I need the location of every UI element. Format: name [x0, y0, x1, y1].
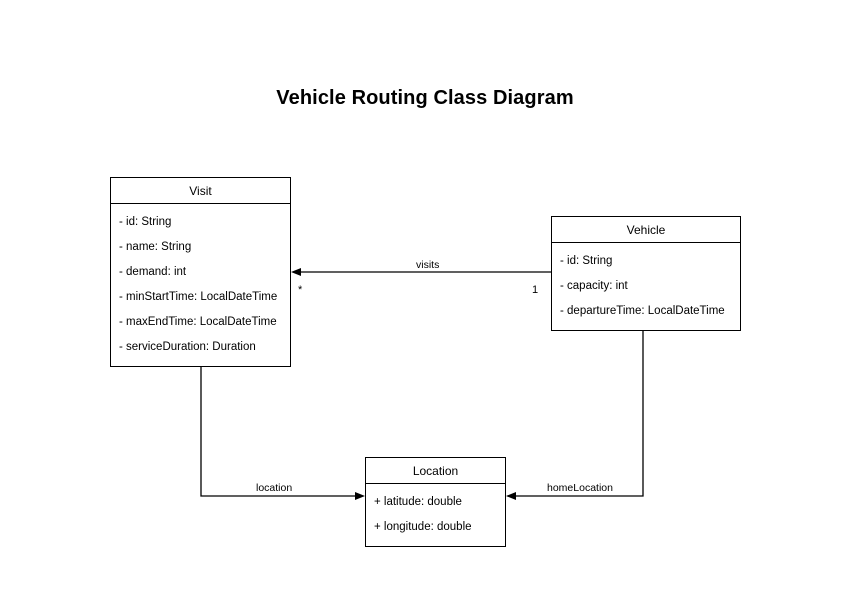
multiplicity-visits-target: *	[298, 284, 303, 296]
class-attributes-vehicle: - id: String - capacity: int - departure…	[552, 243, 740, 330]
class-attribute: - name: String	[119, 241, 192, 253]
class-attribute: + longitude: double	[374, 521, 472, 533]
page-title: Vehicle Routing Class Diagram	[276, 87, 574, 109]
class-attribute: - capacity: int	[560, 280, 628, 292]
edge-home-location	[506, 321, 644, 500]
class-attribute: + latitude: double	[374, 496, 462, 508]
class-name-vehicle: Vehicle	[552, 217, 740, 243]
class-box-vehicle[interactable]: Vehicle - id: String - capacity: int - d…	[551, 216, 741, 331]
class-attribute: - id: String	[119, 216, 172, 228]
class-attributes-location: + latitude: double + longitude: double	[366, 484, 505, 546]
class-attribute: - maxEndTime: LocalDateTime	[119, 316, 277, 328]
class-attribute: - demand: int	[119, 266, 187, 278]
class-attribute: - id: String	[560, 255, 613, 267]
multiplicity-visits-source: 1	[532, 284, 539, 296]
class-attribute: - minStartTime: LocalDateTime	[119, 291, 278, 303]
class-box-visit[interactable]: Visit - id: String - name: String - dema…	[110, 177, 291, 367]
class-name-location: Location	[366, 458, 505, 484]
class-attributes-visit: - id: String - name: String - demand: in…	[111, 204, 290, 366]
class-name-visit: Visit	[111, 178, 290, 204]
edge-label-location: location	[254, 482, 295, 494]
edge-label-visits: visits	[414, 259, 442, 271]
edge-label-home-location: homeLocation	[545, 482, 615, 494]
class-attribute: - serviceDuration: Duration	[119, 341, 256, 353]
edge-location	[200, 360, 365, 500]
class-attribute: - departureTime: LocalDateTime	[560, 305, 725, 317]
class-box-location[interactable]: Location + latitude: double + longitude:…	[365, 457, 506, 547]
